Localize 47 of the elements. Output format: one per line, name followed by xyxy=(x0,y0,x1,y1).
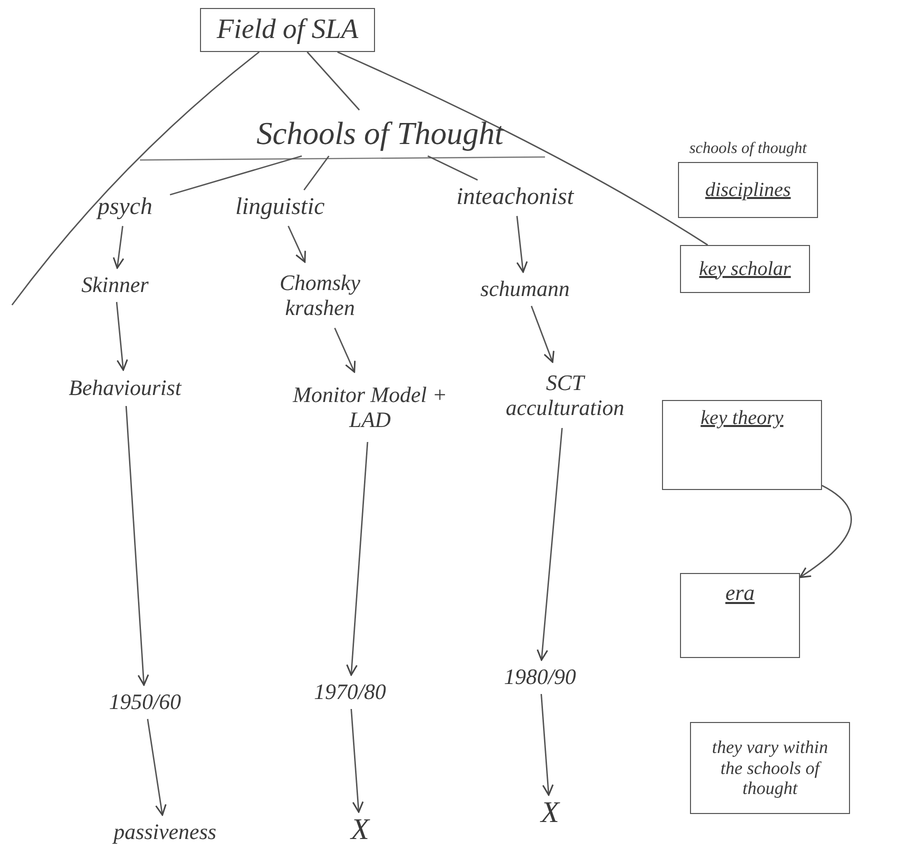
arrow xyxy=(350,708,364,813)
box-label: Field of SLA xyxy=(216,14,358,46)
node-text: passiveness xyxy=(95,815,235,849)
arrow xyxy=(799,484,852,578)
node-text: psych xyxy=(80,190,170,226)
arrow xyxy=(334,328,356,373)
node-text: Behaviourist xyxy=(50,370,200,406)
node-text: X xyxy=(340,812,380,848)
arrow xyxy=(516,216,528,273)
arrow xyxy=(288,226,306,263)
label-box xyxy=(200,8,375,52)
node-text: 1970/80 xyxy=(295,675,405,709)
node-text: Schools of Thought xyxy=(215,110,545,156)
box-label: they vary within the schools of thought xyxy=(711,736,829,800)
box-label: disciplines xyxy=(705,178,791,202)
box-label: key scholar xyxy=(699,258,791,280)
node-text: 1950/60 xyxy=(90,685,200,719)
arrow xyxy=(112,226,124,269)
node-text: inteachonist xyxy=(430,180,600,216)
node-text: 1980/90 xyxy=(485,660,595,694)
node-text: schumann xyxy=(460,272,590,306)
arrow xyxy=(530,306,554,363)
node-text: X xyxy=(530,795,570,831)
arrow xyxy=(346,442,368,676)
box-label: era xyxy=(725,580,755,606)
connector-line xyxy=(306,52,360,110)
arrow xyxy=(116,302,128,371)
label-box xyxy=(690,722,850,814)
connector-line xyxy=(170,155,302,196)
arrow xyxy=(536,428,563,661)
node-text: linguistic xyxy=(225,190,335,226)
connector-line xyxy=(11,51,260,306)
box-label: key theory xyxy=(700,407,784,430)
arrow xyxy=(146,718,167,816)
label-box xyxy=(662,400,822,490)
label-box xyxy=(680,573,800,658)
node-text: Monitor Model + LAD xyxy=(275,372,465,442)
node-text: Skinner xyxy=(55,268,175,302)
arrow xyxy=(125,406,150,686)
connector-line xyxy=(427,155,478,181)
node-text: SCT acculturation xyxy=(485,362,645,428)
arrow xyxy=(540,694,554,796)
heading-text: schools of thought xyxy=(689,140,807,158)
node-text: Chomsky krashen xyxy=(255,262,385,328)
label-box xyxy=(680,245,810,293)
connector-line xyxy=(337,51,708,246)
connector-line xyxy=(303,156,330,190)
